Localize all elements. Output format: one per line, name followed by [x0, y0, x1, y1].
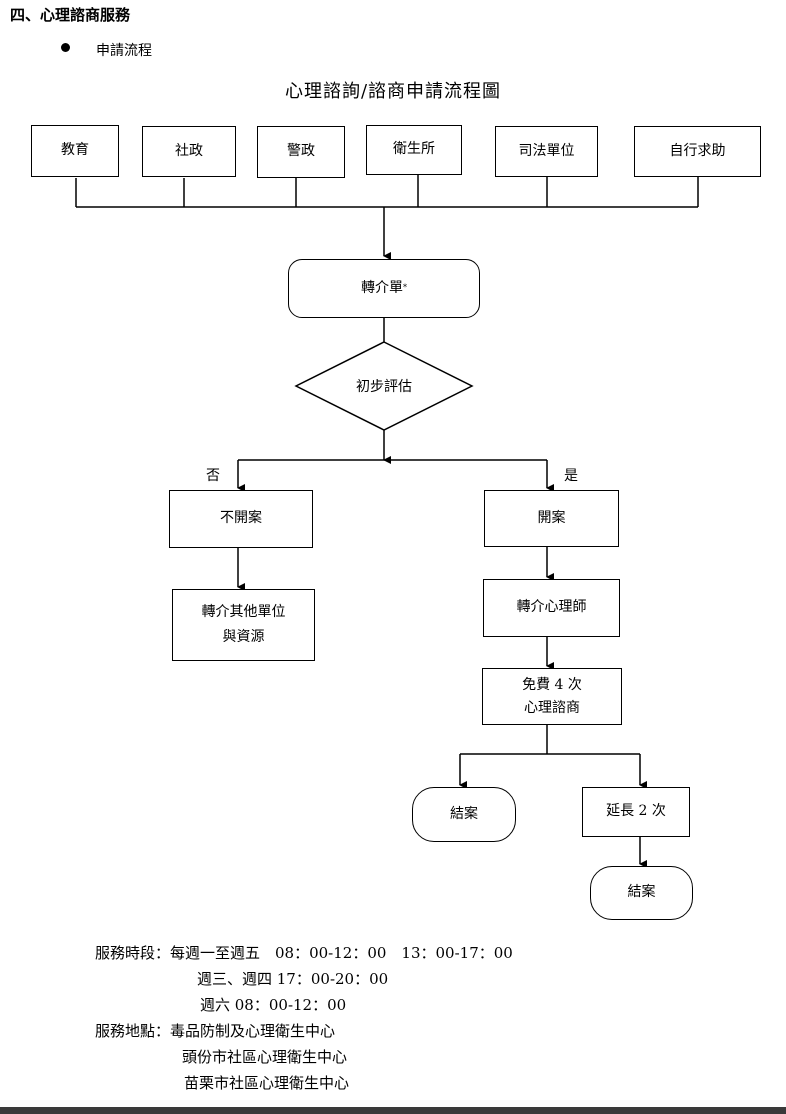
close-case-box-2: 結案	[590, 866, 693, 920]
referral-asterisk: *	[403, 283, 407, 293]
source-education: 教育	[31, 125, 119, 177]
service-hours-saturday: 週六 08：00-12：00	[200, 996, 347, 1014]
source-self-help: 自行求助	[634, 126, 761, 177]
refer-other-box: 轉介其他單位 與資源	[172, 589, 315, 661]
service-location-2: 頭份市社區心理衛生中心	[182, 1048, 348, 1066]
no-case-box: 不開案	[169, 490, 313, 548]
open-case-box: 開案	[484, 490, 619, 547]
service-location-3: 苗栗市社區心理衛生中心	[184, 1074, 350, 1092]
bullet-icon	[61, 43, 70, 52]
free-counseling-line1: 免費 4 次	[522, 677, 582, 694]
close-case-box-1: 結案	[412, 787, 516, 842]
referral-form-box: 轉介單*	[288, 259, 480, 318]
refer-psychologist-box: 轉介心理師	[483, 579, 620, 637]
source-judicial: 司法單位	[495, 126, 598, 177]
refer-other-line2: 與資源	[222, 629, 265, 645]
referral-form-label: 轉介單	[361, 279, 403, 296]
assessment-label: 初步評估	[356, 379, 412, 395]
service-location-1: 毒品防制及心理衛生中心	[170, 1022, 336, 1040]
section-title: 四、心理諮商服務	[10, 6, 131, 24]
no-label: 否	[206, 468, 220, 484]
free-counseling-line2: 心理諮商	[524, 699, 580, 716]
bullet-text: 申請流程	[96, 43, 152, 59]
page-bottom-bar	[0, 1107, 786, 1114]
refer-other-line1: 轉介其他單位	[201, 603, 286, 620]
source-police: 警政	[257, 126, 345, 178]
service-hours-evening: 週三、週四 17：00-20：00	[197, 970, 389, 988]
source-social-affairs: 社政	[142, 126, 236, 177]
flowchart-title: 心理諮詢/諮商申請流程圖	[284, 81, 502, 102]
extend-box: 延長 2 次	[582, 787, 690, 837]
source-health-center: 衛生所	[366, 125, 462, 175]
service-hours-label: 服務時段：	[95, 944, 171, 962]
yes-label: 是	[564, 468, 578, 484]
service-location-label: 服務地點：	[95, 1022, 171, 1040]
free-counseling-box: 免費 4 次 心理諮商	[482, 668, 622, 725]
service-hours-weekday: 每週一至週五 08：00-12：00 13：00-17：00	[170, 944, 513, 962]
